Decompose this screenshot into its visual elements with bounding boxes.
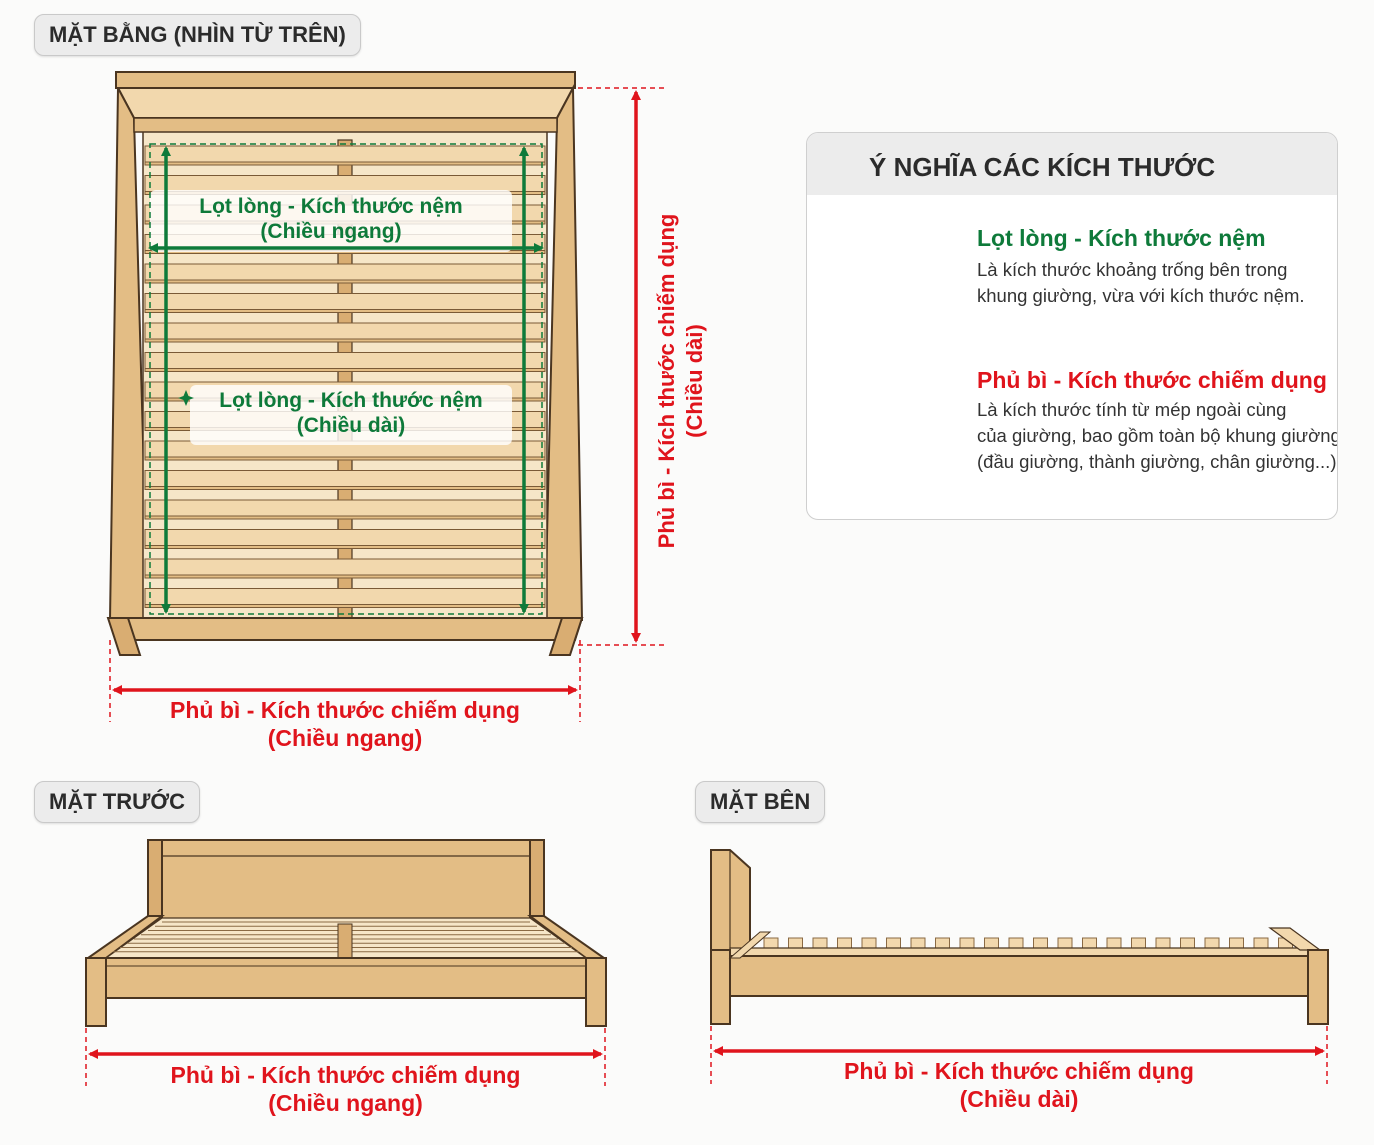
outer-width-label-top-view-line2: (Chiều ngang)	[267, 724, 423, 751]
legend-item-inner-title: Lọt lòng - Kích thước nệm	[977, 225, 1266, 251]
legend-item-inner-desc-line2: khung giường, vừa với kích thước nệm.	[977, 285, 1305, 306]
outer-length-label-side-view-line1: Phủ bì - Kích thước chiếm dụng	[844, 1058, 1194, 1084]
legend-panel: Ý NGHĨA CÁC KÍCH THƯỚC Lọt lòng - Kích t…	[806, 132, 1338, 520]
legend-item-inner-desc: Là kích thước khoảng trống bên trong khu…	[977, 257, 1305, 309]
top-view-right-rail	[543, 84, 584, 621]
outer-width-label-top-view: Phủ bì - Kích thước chiếm dụng (Chiều ng…	[110, 697, 580, 752]
front-view-bed	[84, 839, 608, 1027]
slat	[144, 529, 546, 546]
slat-shadow	[144, 515, 546, 520]
legend-item-outer-desc-line1: Là kích thước tính từ mép ngoài cùng	[977, 399, 1287, 420]
front-view-headboard	[147, 839, 545, 921]
slat-shadow	[144, 545, 546, 549]
outer-width-label-front-view-line2: (Chiều ngang)	[268, 1089, 423, 1116]
slat	[144, 293, 546, 310]
legend-item-outer-title: Phủ bì - Kích thước chiếm dụng	[977, 367, 1327, 393]
slat-shadow	[144, 574, 546, 579]
slat	[144, 558, 546, 576]
slat-shadow	[144, 309, 546, 313]
slat-shadow	[144, 456, 546, 461]
slat	[144, 322, 546, 340]
slat-shadow	[144, 161, 546, 166]
slat-shadow	[144, 368, 546, 372]
front-view-right-leg	[585, 957, 607, 1027]
top-view-bed	[106, 71, 584, 656]
outer-length-label-side-view: Phủ bì - Kích thước chiếm dụng (Chiều dà…	[711, 1058, 1327, 1113]
legend-title: Ý NGHĨA CÁC KÍCH THƯỚC	[807, 133, 1337, 195]
slat	[144, 352, 546, 369]
slat-shadow	[144, 604, 546, 608]
outer-length-label-side-view-line2: (Chiều dài)	[959, 1085, 1079, 1112]
front-view-left-leg	[85, 957, 107, 1027]
outer-width-label-front-view: Phủ bì - Kích thước chiếm dụng (Chiều ng…	[86, 1062, 605, 1117]
outer-width-label-front-view-line1: Phủ bì - Kích thước chiếm dụng	[170, 1062, 521, 1088]
slat-shadow	[144, 279, 546, 284]
slat	[144, 263, 546, 281]
inner-width-label: Lọt lòng - Kích thước nệm (Chiều ngang)	[150, 194, 512, 244]
front-view-footboard	[99, 957, 595, 999]
slat-shadow	[144, 486, 546, 490]
outer-length-label-line2: (Chiều dài)	[681, 324, 707, 438]
section-tag-side-view: MẶT BÊN	[695, 781, 826, 823]
slat	[144, 175, 546, 192]
section-tag-front-view: MẶT TRƯỚC	[34, 781, 200, 823]
slat	[144, 499, 546, 517]
side-view-head-leg	[710, 949, 731, 1025]
inner-length-label-line2: (Chiều dài)	[296, 414, 406, 438]
legend-item-outer-desc-line3: (đầu giường, thành giường, chân giường..…	[977, 451, 1338, 472]
top-view-left-post	[106, 617, 142, 656]
inner-length-label-line1: Lọt lòng - Kích thước nệm	[219, 389, 483, 412]
outer-length-label: Phủ bì - Kích thước chiếm dụng (Chiều dà…	[653, 201, 717, 561]
top-view-footboard	[108, 617, 584, 641]
legend-item-outer-desc-line2: của giường, bao gồm toàn bộ khung giường	[977, 425, 1338, 446]
top-view-right-post	[548, 617, 584, 656]
slat	[144, 145, 546, 163]
top-view-headboard	[115, 71, 576, 89]
slat	[144, 588, 546, 605]
outer-width-label-top-view-line1: Phủ bì - Kích thước chiếm dụng	[170, 697, 520, 723]
side-view-foot-leg	[1307, 949, 1329, 1025]
sparkle-icon	[178, 390, 194, 406]
slat	[144, 470, 546, 487]
outer-length-label-line1: Phủ bì - Kích thước chiếm dụng	[654, 213, 679, 549]
inner-length-label: Lọt lòng - Kích thước nệm (Chiều dài)	[190, 388, 512, 438]
side-view-rail	[729, 955, 1311, 997]
side-view-bed	[710, 849, 1329, 1025]
section-tag-top-view: MẶT BẰNG (NHÌN TỪ TRÊN)	[34, 14, 361, 56]
inner-width-label-line1: Lọt lòng - Kích thước nệm	[199, 195, 463, 218]
legend-item-inner-desc-line1: Là kích thước khoảng trống bên trong	[977, 259, 1288, 280]
legend-item-outer-desc: Là kích thước tính từ mép ngoài cùng của…	[977, 397, 1338, 475]
inner-width-label-line2: (Chiều ngang)	[260, 220, 402, 244]
slat-shadow	[144, 338, 546, 343]
